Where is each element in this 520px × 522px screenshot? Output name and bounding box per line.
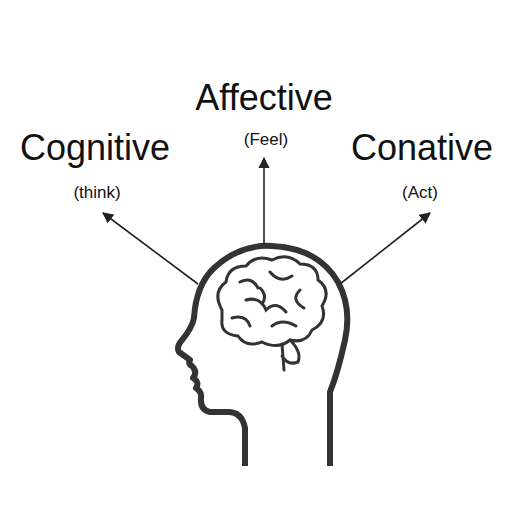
category-verb: (think) (73, 184, 120, 201)
arrow-line (263, 158, 265, 244)
category-title: Conative (351, 130, 493, 166)
head-outline (178, 246, 347, 466)
arrows (103, 158, 430, 284)
category-verb: (Act) (402, 184, 438, 201)
category-title: Affective (195, 80, 332, 116)
brain-folds (232, 272, 304, 326)
category-verb: (Feel) (244, 131, 288, 148)
arrow-line (103, 213, 198, 284)
brain-outline (218, 257, 326, 346)
head-silhouette (178, 246, 347, 466)
brain-icon (218, 257, 326, 370)
category-title: Cognitive (20, 130, 170, 166)
brain-stem (282, 340, 299, 370)
arrow-line (340, 213, 430, 284)
